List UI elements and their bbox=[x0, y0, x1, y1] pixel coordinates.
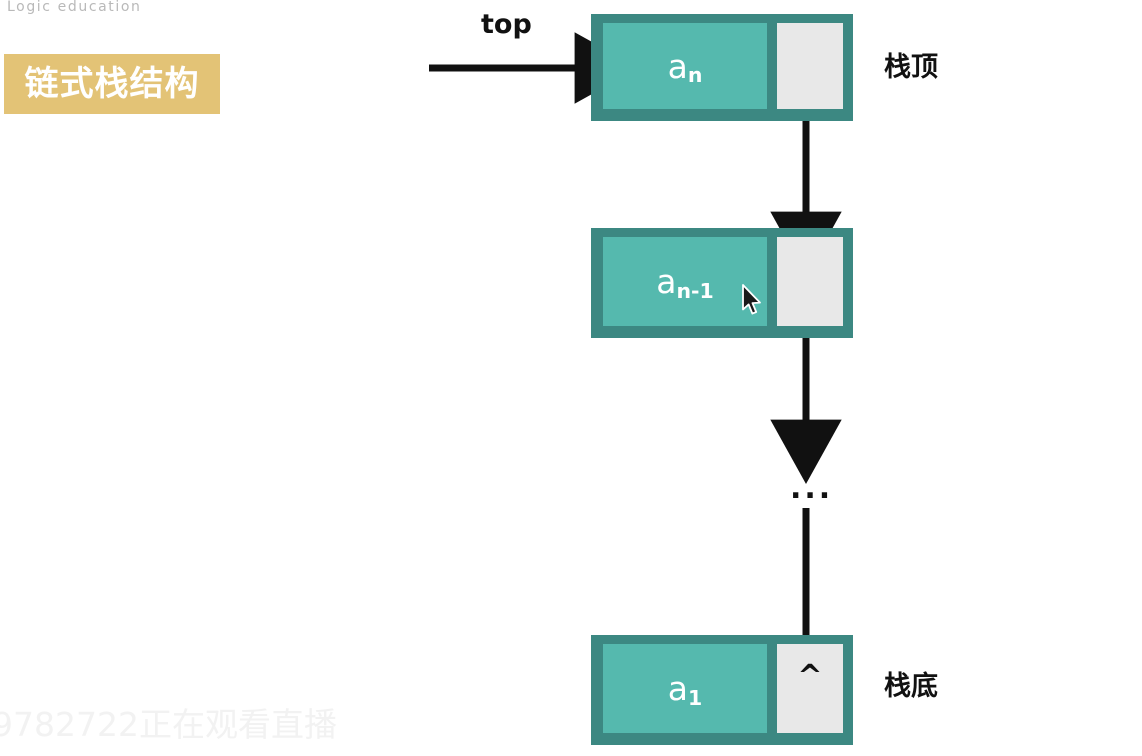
slide-title-banner: 链式栈结构 bbox=[4, 54, 220, 114]
page-title: 链式栈结构 bbox=[24, 64, 200, 104]
ellipsis-marker: ... bbox=[790, 471, 834, 506]
node-data-cell: a1 bbox=[603, 644, 767, 733]
null-pointer-marker: ^ bbox=[797, 659, 823, 694]
node-pointer-cell bbox=[777, 23, 843, 109]
node-data-base: a bbox=[667, 46, 688, 86]
node-data-base: a bbox=[656, 262, 677, 301]
node-data-cell: an bbox=[603, 23, 767, 109]
node-data-subscript: n bbox=[687, 63, 703, 87]
node-data-subscript: 1 bbox=[688, 685, 703, 710]
node-data-label: an-1 bbox=[656, 262, 714, 301]
logo-text: Logic education bbox=[7, 0, 142, 15]
top-pointer-label: top bbox=[481, 9, 532, 40]
node-data-subscript: n-1 bbox=[676, 278, 714, 303]
node-data-cell: an-1 bbox=[603, 237, 767, 326]
stack-top-label: 栈顶 bbox=[884, 52, 938, 83]
node-data-label: an bbox=[667, 46, 703, 86]
node-data-label: a1 bbox=[667, 669, 702, 708]
live-stream-watermark: 9782722正在观看直播 bbox=[0, 705, 337, 744]
list-node-an[interactable]: an bbox=[591, 14, 853, 121]
list-node-an-1[interactable]: an-1 bbox=[591, 228, 853, 338]
node-pointer-cell bbox=[777, 237, 843, 326]
list-node-a1[interactable]: a1 ^ bbox=[591, 635, 853, 745]
node-data-base: a bbox=[667, 669, 688, 708]
node-pointer-cell: ^ bbox=[777, 644, 843, 733]
stack-bottom-label: 栈底 bbox=[884, 671, 938, 702]
mouse-cursor bbox=[742, 284, 761, 315]
